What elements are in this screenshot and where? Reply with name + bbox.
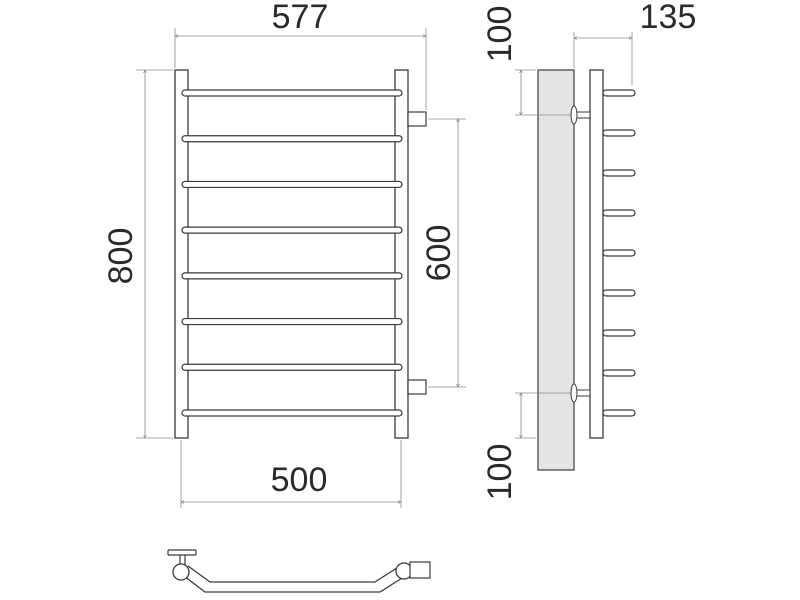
dim-top-margin: 100 (481, 6, 572, 115)
curved-rung (175, 569, 411, 593)
left-post (174, 69, 189, 439)
rung (181, 317, 403, 326)
dim-bottom-margin: 100 (481, 393, 572, 500)
dim-total-width-label: 577 (272, 0, 329, 36)
side-stub (602, 249, 636, 257)
dim-inner-width: 500 (181, 440, 401, 508)
bottom-connection (407, 379, 427, 395)
rung (181, 135, 403, 143)
dim-bottom-margin-label: 100 (481, 444, 519, 501)
dim-pipe-spacing: 600 (420, 119, 466, 387)
side-stub (602, 289, 636, 297)
dim-pipe-spacing-label: 600 (420, 225, 458, 282)
side-stub (602, 129, 636, 137)
dim-wall-offset-label: 135 (640, 0, 697, 36)
side-stub (602, 329, 636, 337)
side-stub (602, 369, 636, 377)
side-stubs (602, 89, 636, 417)
top-view-connection (409, 561, 431, 579)
top-connection (407, 111, 427, 127)
top-view (167, 549, 431, 593)
side-view (537, 69, 636, 471)
top-bracket (570, 105, 591, 125)
rung (181, 89, 403, 97)
wall (537, 69, 575, 471)
side-post (589, 69, 604, 439)
bottom-bracket (570, 383, 591, 403)
rung (181, 272, 403, 280)
dim-top-margin-label: 100 (481, 6, 519, 63)
right-post (394, 69, 409, 439)
rung (181, 180, 403, 189)
dim-total-width: 577 (175, 0, 426, 110)
rungs (181, 89, 403, 417)
side-stub (602, 209, 636, 217)
dim-inner-width-label: 500 (271, 461, 328, 499)
side-stub (602, 169, 636, 177)
dim-total-height-label: 800 (102, 228, 140, 285)
front-view (174, 69, 427, 439)
rung (181, 409, 403, 417)
dim-total-height: 800 (102, 70, 173, 438)
side-stub (602, 409, 636, 417)
side-stub (602, 89, 636, 97)
rung (181, 226, 403, 234)
dim-wall-offset: 135 (574, 0, 696, 85)
left-post-section (172, 563, 190, 581)
rung (181, 363, 403, 371)
